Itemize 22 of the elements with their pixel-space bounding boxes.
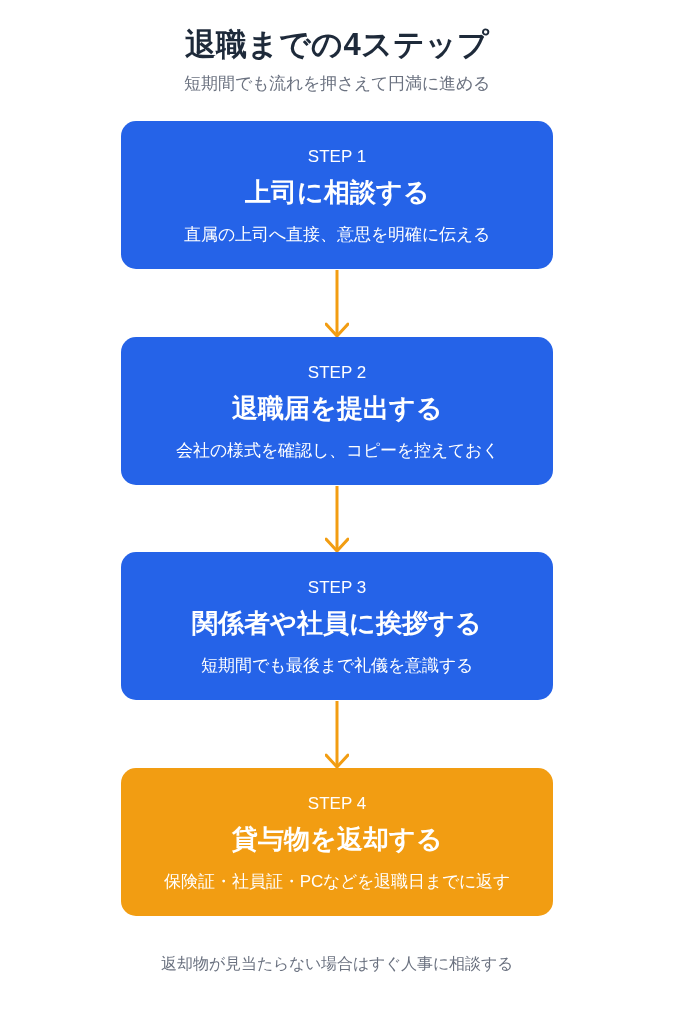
step-box <box>121 121 553 269</box>
step-description: 直属の上司へ直接、意思を明確に伝える <box>183 224 491 246</box>
step-label: STEP 2 <box>306 362 368 384</box>
step-heading: 退職届を提出する <box>230 392 444 425</box>
step-box <box>121 337 553 485</box>
subtitle: 短期間でも流れを押さえて円満に進める <box>183 73 491 95</box>
step-label: STEP 4 <box>306 793 368 815</box>
step-description: 会社の様式を確認し、コピーを控えておく <box>174 440 500 462</box>
footnote: 返却物が見当たらない場合はすぐ人事に相談する <box>160 954 514 974</box>
step-label: STEP 3 <box>306 577 368 599</box>
step-description: 短期間でも最後まで礼儀を意識する <box>200 655 474 677</box>
step-heading: 貸与物を返却する <box>230 823 444 856</box>
arrow <box>324 486 350 553</box>
step-label: STEP 1 <box>306 146 368 168</box>
step-box <box>121 768 553 916</box>
step-box <box>121 552 553 700</box>
arrow <box>324 270 350 338</box>
title: 退職までの4ステップ <box>184 26 491 64</box>
step-heading: 上司に相談する <box>243 176 431 209</box>
step-heading: 関係者や社員に挨拶する <box>191 607 483 640</box>
step-description: 保険証・社員証・PCなどを退職日までに返す <box>162 871 512 893</box>
arrow <box>324 701 350 769</box>
